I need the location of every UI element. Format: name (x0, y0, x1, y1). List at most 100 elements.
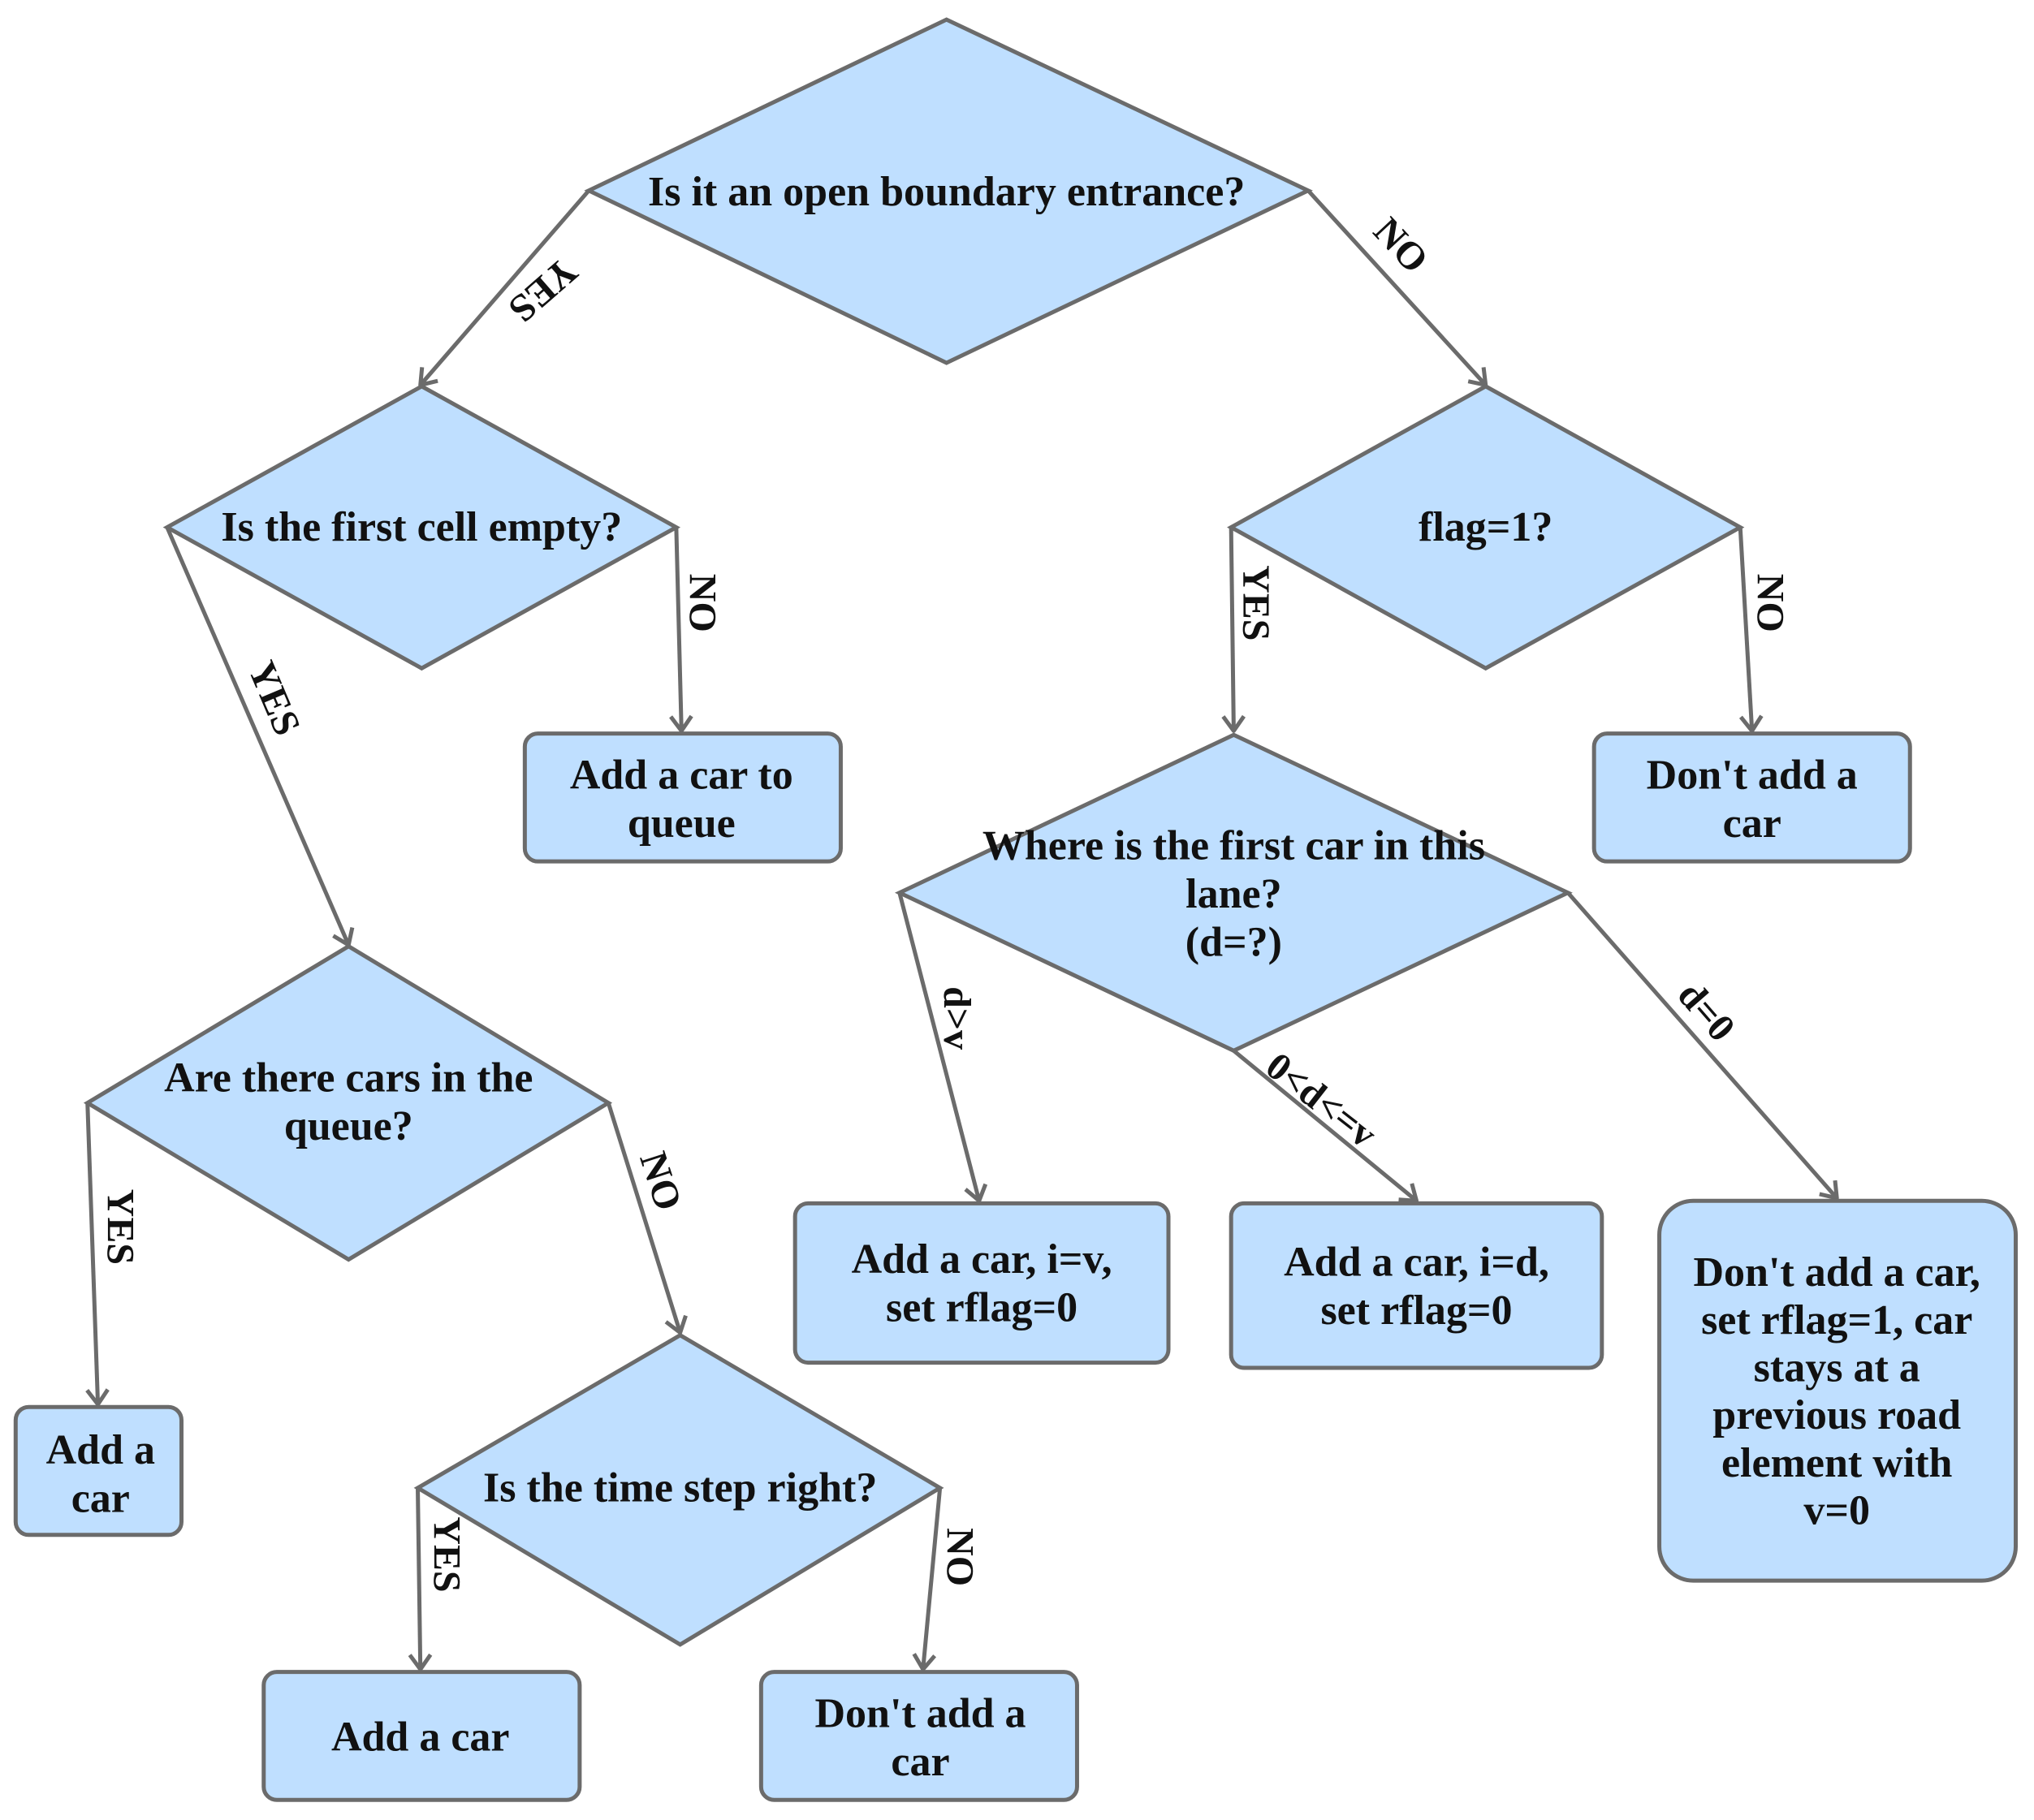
node-text-line: flag=1? (1419, 504, 1552, 550)
edge-first-cell-no (669, 527, 693, 733)
arrowhead-icon (1738, 714, 1764, 733)
edge-line (1229, 527, 1236, 731)
decision-diamond (83, 943, 613, 1262)
edge-label: d>v (935, 986, 978, 1050)
edge-line (921, 1487, 943, 1670)
edge-time-no (912, 1487, 943, 1671)
node-text-line: car (891, 1739, 949, 1785)
node-text-line: element with (1721, 1440, 1953, 1486)
process-box (758, 1670, 1079, 1802)
node-text-line: car (1723, 800, 1781, 847)
edge-label: d=0 (1669, 973, 1743, 1050)
arrowhead-icon (1221, 714, 1246, 733)
arrowhead-icon (964, 1183, 988, 1203)
edge-label: YES (98, 1189, 141, 1265)
arrowhead-icon (85, 1388, 110, 1407)
node-text-line: set rflag=1, car (1701, 1297, 1972, 1343)
node-text-line: Where is the first car in this (982, 822, 1485, 869)
node-text-line: Add a car (331, 1714, 510, 1761)
node-text-line: Don't add a (814, 1691, 1026, 1737)
arrowhead-icon (664, 1314, 688, 1335)
nodes-layer: Is it an open boundary entrance? Is the f… (13, 17, 2018, 1802)
node-text-line: Are there cars in the (164, 1055, 533, 1102)
decision-diamond (1227, 384, 1745, 671)
edge-where-d-gt-v (897, 892, 988, 1203)
edge-queue-no (606, 1102, 688, 1335)
edge-label: YES (425, 1516, 468, 1592)
node-text-line: queue (628, 800, 736, 847)
edge-label: YES (240, 655, 309, 742)
node-text-line: Don't add a car, (1693, 1249, 1980, 1296)
edge-label: NO (1749, 574, 1792, 632)
edge-queue-yes (85, 1102, 110, 1407)
edge-line (606, 1102, 683, 1334)
process-box (522, 731, 843, 864)
decision-diamond (413, 1332, 944, 1647)
edge-label: NO (1365, 209, 1436, 282)
arrowhead-icon (1398, 1183, 1419, 1203)
edge-line (416, 1487, 423, 1670)
node-text-line: v=0 (1803, 1488, 1870, 1534)
edge-line (674, 527, 684, 731)
process-box (1657, 1198, 2018, 1583)
edge-label: 0<d<=v (1258, 1044, 1384, 1156)
node-text-line: previous road (1712, 1392, 1961, 1438)
edges-layer (85, 189, 1839, 1671)
edge-line (418, 189, 591, 386)
node-time-step-right: Is the time step right? (413, 1332, 944, 1647)
edge-line (1306, 189, 1488, 386)
edge-time-yes (408, 1487, 433, 1671)
edge-label: NO (938, 1528, 981, 1586)
node-text-line: set rflag=0 (1320, 1287, 1512, 1334)
decision-diamond (894, 732, 1573, 1054)
node-flag-1: flag=1? (1227, 384, 1745, 671)
arrowhead-icon (408, 1653, 433, 1671)
node-text-line: stays at a (1754, 1345, 1920, 1391)
edge-line (85, 1102, 101, 1405)
process-box (13, 1404, 184, 1538)
node-text-line: Is it an open boundary entrance? (648, 169, 1245, 215)
process-box (1591, 731, 1912, 864)
node-text-line: Add a (46, 1427, 155, 1473)
edge-flag-yes (1221, 527, 1246, 733)
process-box (1229, 1201, 1604, 1370)
edge-where-d-zero (1566, 891, 1839, 1201)
edge-line (165, 526, 351, 947)
node-add-car-iv: Add a car, i=v,set rflag=0 (792, 1201, 1171, 1365)
node-text-line: Don't add a (1647, 753, 1858, 799)
edge-line (1566, 891, 1839, 1200)
node-text-line: Add a car, i=v, (852, 1236, 1112, 1283)
node-text-line: Is the first cell empty? (221, 504, 622, 550)
node-text-line: car (71, 1475, 130, 1521)
node-text-line: set rflag=0 (886, 1285, 1077, 1331)
edge-flag-no (1738, 527, 1764, 733)
arrowhead-icon (669, 714, 693, 733)
node-text-line: queue? (284, 1103, 413, 1149)
arrowhead-icon (912, 1653, 937, 1671)
node-text-line: (d=?) (1185, 919, 1282, 965)
edge-line (897, 892, 982, 1201)
node-first-cell-empty: Is the first cell empty? (162, 384, 681, 671)
arrowhead-icon (1819, 1180, 1839, 1201)
edge-label: NO (681, 574, 724, 632)
edge-label: YES (500, 248, 585, 330)
decision-diamond (162, 384, 681, 671)
decision-diamond (584, 17, 1313, 365)
node-text-line: Add a car to (570, 753, 793, 799)
node-text-line: lane? (1185, 871, 1281, 917)
node-open-boundary: Is it an open boundary entrance? (584, 17, 1313, 365)
process-box (792, 1201, 1171, 1365)
node-text-line: Is the time step right? (483, 1464, 877, 1511)
process-box (261, 1670, 582, 1802)
node-add-car-bottom: Add a car (261, 1670, 582, 1802)
edge-line (1232, 1049, 1419, 1203)
edge-label: YES (1234, 565, 1277, 640)
